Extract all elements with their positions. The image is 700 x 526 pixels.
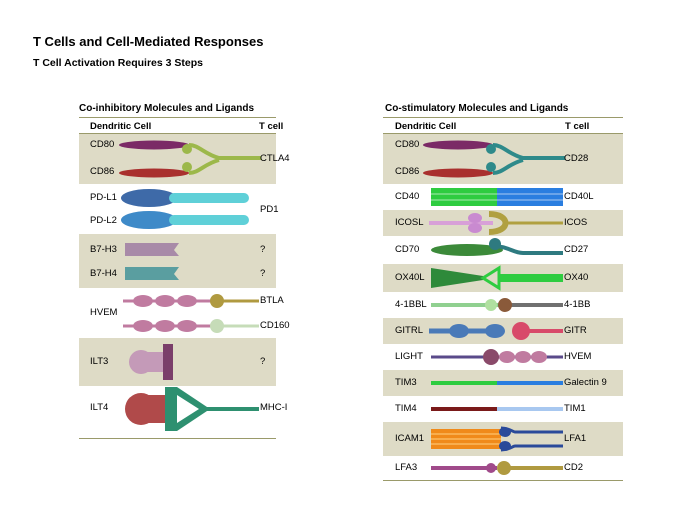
page-subtitle: T Cell Activation Requires 3 Steps	[33, 57, 203, 69]
ligand-label: PD1	[260, 204, 279, 215]
molecule-label: LFA3	[395, 462, 418, 473]
cd40-binding-icon	[431, 188, 563, 206]
icam1-binding-icon	[431, 426, 563, 452]
row-ilt3: ILT3 ?	[79, 338, 276, 386]
header-rule	[79, 133, 276, 134]
molecule-label: CD80	[90, 139, 115, 150]
molecule-label: ILT4	[90, 402, 109, 413]
row-cd70-cd27: CD70 CD27	[383, 237, 623, 263]
ligand-label: GITR	[564, 325, 587, 336]
col-header-dendritic: Dendritic Cell	[395, 121, 457, 132]
ligand-label: ?	[260, 244, 266, 255]
icos-binding-icon	[429, 211, 563, 235]
row-light-hvem: LIGHT HVEM	[383, 345, 623, 369]
ligand-label: ICOS	[564, 217, 588, 228]
ligand-label: CD160	[260, 320, 290, 331]
molecule-label: PD-L2	[90, 215, 117, 226]
ligand-label: OX40	[564, 272, 589, 283]
41bb-binding-icon	[431, 298, 563, 312]
molecule-label: LIGHT	[395, 351, 423, 362]
ligand-label: ?	[260, 356, 266, 367]
col-header-dendritic: Dendritic Cell	[90, 121, 152, 132]
col-header-tcell: T cell	[565, 121, 590, 132]
pd1-binding-icon	[121, 189, 249, 229]
row-cd40-cd40l: CD40 CD40L	[383, 185, 623, 209]
molecule-label: B7-H3	[90, 244, 117, 255]
page-title: T Cells and Cell-Mediated Responses	[33, 34, 264, 49]
hvem-binding-icon	[123, 294, 259, 333]
costimulatory-title: Co-stimulatory Molecules and Ligands	[385, 103, 569, 114]
row-pdl1-pdl2-pd1: PD-L1 PD-L2 PD1	[79, 185, 279, 233]
row-icam1-lfa1: ICAM1 LFA1	[383, 422, 623, 456]
row-ilt4-mhci: ILT4 MHC-I	[79, 387, 287, 437]
header-rule	[383, 133, 623, 134]
molecule-label: PD-L1	[90, 192, 117, 203]
col-header-tcell: T cell	[259, 121, 284, 132]
molecule-label: CD86	[395, 166, 420, 177]
ilt3-molecule-icon	[129, 344, 173, 380]
light-binding-icon	[431, 349, 563, 365]
gitr-binding-icon	[429, 322, 563, 340]
ligand-label: CD28	[564, 153, 589, 164]
ligand-label: CD27	[564, 244, 589, 255]
molecule-label: HVEM	[90, 307, 118, 318]
row-cd80-cd86-ctla4: CD80 CD86 CTLA4	[79, 134, 290, 184]
b7-molecule-icon	[125, 243, 179, 280]
ligand-label: CTLA4	[260, 153, 290, 164]
molecule-label: ILT3	[90, 356, 109, 367]
row-lfa3-cd2: LFA3 CD2	[383, 457, 623, 479]
row-gitrl-gitr: GITRL GITR	[383, 318, 623, 344]
ctla4-binding-icon	[119, 140, 261, 178]
molecule-label: OX40L	[395, 272, 425, 283]
molecule-label: CD40	[395, 191, 420, 202]
tim4-binding-icon	[431, 407, 563, 411]
row-41bbl-41bb: 4-1BBL 4-1BB	[383, 293, 623, 317]
molecule-label: TIM4	[395, 403, 417, 414]
row-cd80-cd86-cd28: CD80 CD86 CD28	[383, 134, 623, 184]
molecule-label: CD80	[395, 139, 420, 150]
ligand-label: CD2	[564, 462, 584, 473]
cd27-binding-icon	[431, 238, 563, 256]
row-tim4-tim1: TIM4 TIM1	[383, 397, 623, 421]
molecule-label: TIM3	[395, 377, 417, 388]
cd28-binding-icon	[423, 140, 565, 178]
ligand-label: ?	[260, 268, 266, 279]
row-b7h3-b7h4: B7-H3 B7-H4 ? ?	[79, 234, 276, 288]
ligand-label: 4-1BB	[564, 299, 591, 310]
row-hvem-btla-cd160: HVEM BTLA CD160	[79, 289, 290, 337]
ligand-label: BTLA	[260, 295, 284, 306]
molecule-label: CD70	[395, 244, 420, 255]
header-rule	[383, 117, 623, 118]
molecule-label: 4-1BBL	[395, 299, 427, 310]
ligand-label: CD40L	[564, 191, 594, 202]
molecule-label: GITRL	[395, 325, 423, 336]
row-tim3-galectin9: TIM3 Galectin 9	[383, 370, 623, 396]
mhc-binding-icon	[125, 387, 259, 431]
molecule-label: CD86	[90, 166, 115, 177]
tim3-binding-icon	[431, 381, 563, 385]
ligand-label: MHC-I	[260, 402, 288, 413]
molecule-label: B7-H4	[90, 268, 117, 279]
footer-rule	[79, 438, 276, 439]
footer-rule	[383, 480, 623, 481]
ligand-label: TIM1	[564, 403, 586, 414]
molecule-label: ICOSL	[395, 217, 424, 228]
molecule-label: ICAM1	[395, 433, 425, 444]
row-icosl-icos: ICOSL ICOS	[383, 210, 623, 236]
ox40-binding-icon	[431, 265, 563, 291]
ligand-label: LFA1	[564, 433, 587, 444]
ligand-label: HVEM	[564, 351, 592, 362]
header-rule	[79, 117, 276, 118]
ligand-label: Galectin 9	[564, 377, 607, 388]
cd2-binding-icon	[431, 461, 563, 475]
row-ox40l-ox40: OX40L OX40	[383, 264, 623, 292]
coinhibitory-title: Co-inhibitory Molecules and Ligands	[79, 103, 255, 114]
